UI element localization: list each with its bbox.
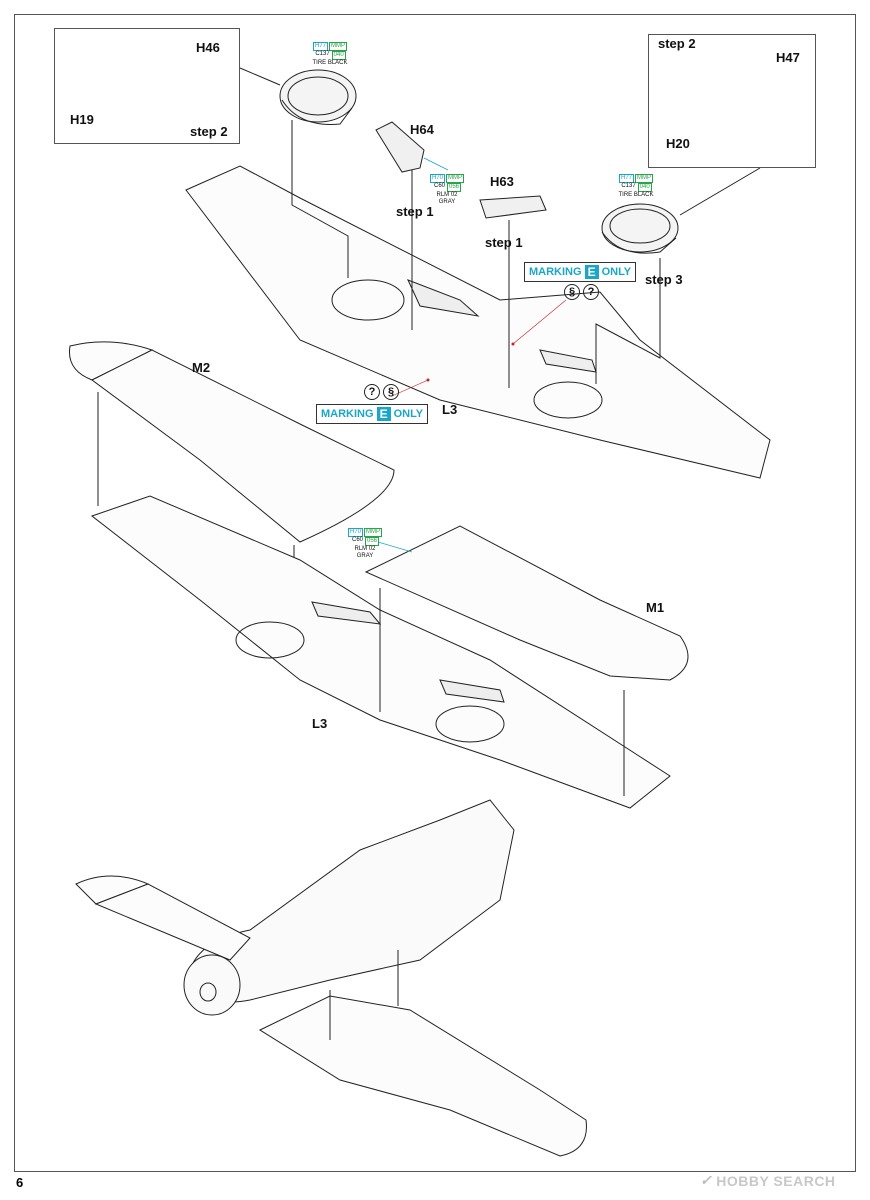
upper-wing-outline [185,165,771,479]
label-step1-a: step 1 [396,204,434,219]
label-l3-top: L3 [442,402,458,417]
mmp-label: MMP [635,174,653,183]
hobby-color-code: H70 [347,528,363,537]
mmp-number: 056 [365,537,380,546]
watermark: ✓ HOBBY SEARCH [700,1172,836,1189]
gsi-color-code: C137 [621,183,636,189]
m1-panel [364,525,689,681]
label-step2-right: step 2 [658,36,696,51]
m2-panel [68,341,395,543]
label-h63: H63 [490,174,514,189]
mmp-number: 040 [331,51,346,60]
left-wing-bottom [75,875,251,961]
paint-name: TIRE BLACK [618,192,654,198]
gsi-color-code: C60 [351,537,363,543]
label-h64: H64 [410,122,434,137]
marking-prefix: MARKING [529,266,582,278]
hobby-color-code: H70 [429,174,445,183]
gsi-color-code: C60 [433,183,445,189]
fuselage-outline [183,799,515,1016]
left-wheel-ring [279,69,357,125]
icon-pair-right: § ? [564,284,599,300]
paint-name-2: GRAY [356,553,374,559]
mmp-number: 056 [447,183,462,192]
lower-wing-bottom [258,995,587,1157]
label-l3-mid: L3 [312,716,328,731]
right-wheel-ring [601,203,679,254]
label-step1-b: step 1 [485,235,523,250]
marking-e-only-right: MARKING E ONLY [524,262,637,282]
label-m1: M1 [646,600,665,615]
hobby-color-code: H77 [618,174,634,183]
inset-left [54,28,240,144]
label-m2: M2 [192,360,211,375]
paint-name: RLM 02 [436,192,458,198]
mmp-number: 040 [637,183,652,192]
gsi-color-code: C137 [315,51,330,57]
label-step2-left: step 2 [190,124,228,139]
label-h46: H46 [196,40,220,55]
spring-icon: § [383,384,399,400]
paint-name: TIRE BLACK [312,60,348,66]
mmp-label: MMP [446,174,464,183]
mmp-label: MMP [329,42,347,51]
mid-wing-outline [90,495,671,809]
page-number: 6 [16,1175,24,1190]
spring-icon: § [564,284,580,300]
marking-suffix: ONLY [601,266,632,278]
brand-logo-icon: ✓ [700,1172,713,1188]
hobby-color-code: H77 [312,42,328,51]
paint-name-2: GRAY [438,199,456,205]
mmp-label: MMP [364,528,382,537]
marking-e-only-left: MARKING E ONLY [316,404,429,424]
label-h20: H20 [666,136,690,151]
icon-pair-left: ? § [364,384,399,400]
paint-name: RLM 02 [354,546,376,552]
marking-prefix: MARKING [321,408,374,420]
label-step3: step 3 [645,272,683,287]
marking-letter: E [376,407,391,421]
label-h19: H19 [70,112,94,127]
question-icon: ? [583,284,599,300]
question-icon: ? [364,384,380,400]
marking-letter: E [584,265,599,279]
page-border [14,14,856,1172]
watermark-text: HOBBY SEARCH [716,1172,836,1189]
inset-right [648,34,816,168]
marking-suffix: ONLY [393,408,424,420]
label-h47: H47 [776,50,800,65]
